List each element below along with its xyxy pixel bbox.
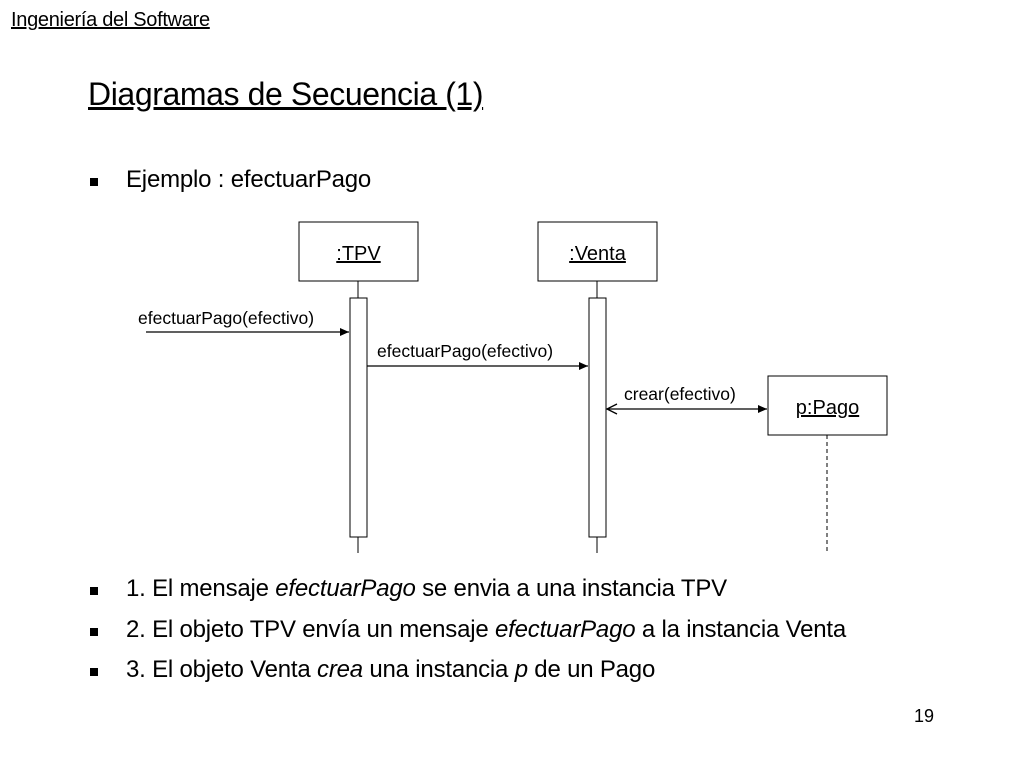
note-3-em: crea [317, 656, 363, 683]
message-2-label: efectuarPago(efectivo) [377, 341, 553, 361]
activation-tpv [349, 297, 368, 538]
note-1-em: efectuarPago [275, 575, 416, 602]
message-1-label: efectuarPago(efectivo) [138, 308, 314, 328]
note-2-prefix: 2. El objeto TPV envía un mensaje [126, 616, 495, 643]
bullet-square-icon [90, 587, 98, 595]
object-pago-label: p:Pago [796, 397, 859, 419]
activation-venta [588, 297, 607, 538]
bullet-square-icon [90, 668, 98, 676]
message-3-label: crear(efectivo) [624, 384, 736, 404]
example-text: Ejemplo : efectuarPago [126, 166, 372, 193]
note-3-mid: una instancia [362, 656, 515, 683]
object-tpv-label: :TPV [336, 243, 381, 265]
object-venta-label: :Venta [569, 243, 627, 265]
bullet-square-icon [90, 628, 98, 636]
note-3-prefix: 3. El objeto Venta [126, 656, 318, 683]
note-1-suffix: se envia a una instancia TPV [415, 575, 727, 602]
note-1-prefix: 1. El mensaje [126, 575, 276, 602]
note-3-suffix: de un Pago [527, 656, 656, 683]
bullet-square-icon [90, 178, 98, 186]
object-pago: p:Pago [767, 375, 888, 436]
course-header: Ingeniería del Software [11, 9, 210, 31]
page-number: 19 [914, 706, 935, 726]
note-2-suffix: a la instancia Venta [635, 616, 846, 643]
note-3-em2: p [514, 656, 528, 683]
object-tpv: :TPV [298, 221, 419, 282]
slide-title: Diagramas de Secuencia (1) [88, 76, 484, 112]
object-venta: :Venta [537, 221, 658, 282]
note-2-em: efectuarPago [495, 616, 636, 643]
